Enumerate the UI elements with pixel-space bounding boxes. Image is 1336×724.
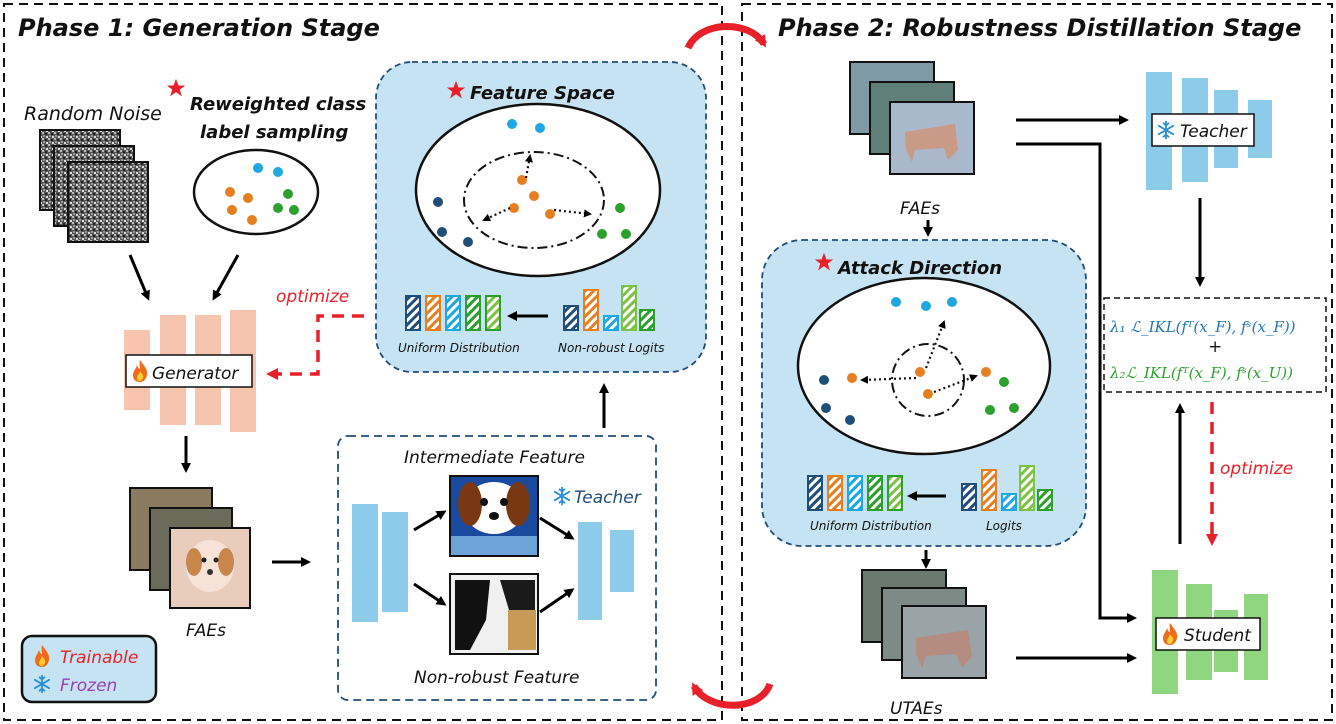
snowflake-icon	[553, 486, 571, 506]
teacher-box-phase2	[1151, 113, 1255, 147]
loss-box	[1103, 297, 1327, 393]
optimize-arrow-phase1	[266, 314, 364, 380]
non-robust-logits-label: Non-robust Logits	[558, 341, 664, 355]
generator-label: Generator	[152, 364, 239, 384]
phase1-title: Phase 1: Generation Stage	[18, 14, 380, 42]
utaes-images	[861, 569, 987, 679]
teacher-network-phase1-front	[352, 504, 408, 622]
uniform-distribution-label-phase1: Uniform Distribution	[398, 341, 520, 355]
teacher-label-phase2: Teacher	[1180, 122, 1248, 142]
student-label: Student	[1184, 626, 1252, 646]
phase-transition-arrow-top	[684, 23, 768, 50]
loss-line1: λ₁ ℒ_IKL(fᵀ(x_F), fˢ(x_F))	[1109, 318, 1296, 336]
attack-direction-boundary	[891, 343, 965, 417]
legend-trainable: Trainable	[60, 648, 138, 668]
faes-images-phase1	[129, 487, 251, 609]
loss-plus: +	[1208, 337, 1222, 357]
faes-label-phase1: FAEs	[186, 621, 226, 641]
uniform-distribution-bars-phase1	[405, 295, 501, 331]
phase2-title: Phase 2: Robustness Distillation Stage	[778, 14, 1301, 42]
label-sampling-dots	[225, 163, 299, 225]
feature-space-dots	[433, 119, 631, 247]
legend-frozen: Frozen	[60, 676, 117, 696]
feature-space-title: Feature Space	[470, 83, 615, 104]
star-icon	[166, 78, 186, 97]
non-robust-logits-bars	[563, 285, 655, 331]
utaes-label: UTAEs	[890, 699, 943, 719]
reweighted-label-line2: label sampling	[200, 122, 349, 143]
optimize-label-phase2: optimize	[1220, 459, 1293, 479]
generator-box	[125, 354, 253, 388]
uniform-distribution-bars-phase2	[807, 475, 903, 511]
loss-line2: λ₂ℒ_IKL(fᵀ(x_F), fˢ(x_U))	[1109, 364, 1293, 382]
label-sampling-ellipse	[192, 148, 320, 236]
feature-extraction-box	[337, 435, 657, 701]
random-noise-label: Random Noise	[24, 103, 162, 125]
phase1-border	[3, 3, 723, 721]
intermediate-feature-label: Intermediate Feature	[404, 448, 585, 468]
faes-label-phase2: FAEs	[900, 199, 940, 219]
attack-direction-dots	[819, 297, 1019, 425]
intermediate-feature-image	[449, 475, 539, 557]
logits-bars-phase2	[961, 465, 1053, 511]
phase-transition-arrow-bottom	[690, 682, 774, 709]
random-noise-images	[39, 129, 149, 243]
reweighted-label-line1: Reweighted class	[190, 94, 367, 115]
legend-box	[20, 634, 158, 704]
feature-space-decision-boundary	[463, 151, 605, 249]
optimize-label-phase1: optimize	[276, 287, 349, 307]
phase2-border	[741, 3, 1333, 721]
faes-images-phase2	[849, 61, 975, 175]
logits-label-phase2: Logits	[986, 519, 1022, 533]
non-robust-feature-label: Non-robust Feature	[414, 668, 579, 688]
teacher-network-phase1-back	[578, 522, 634, 620]
attack-direction-title: Attack Direction	[836, 258, 1002, 279]
teacher-label-phase1: Teacher	[574, 488, 642, 508]
non-robust-feature-image	[449, 573, 539, 655]
uniform-distribution-label-phase2: Uniform Distribution	[810, 519, 932, 533]
